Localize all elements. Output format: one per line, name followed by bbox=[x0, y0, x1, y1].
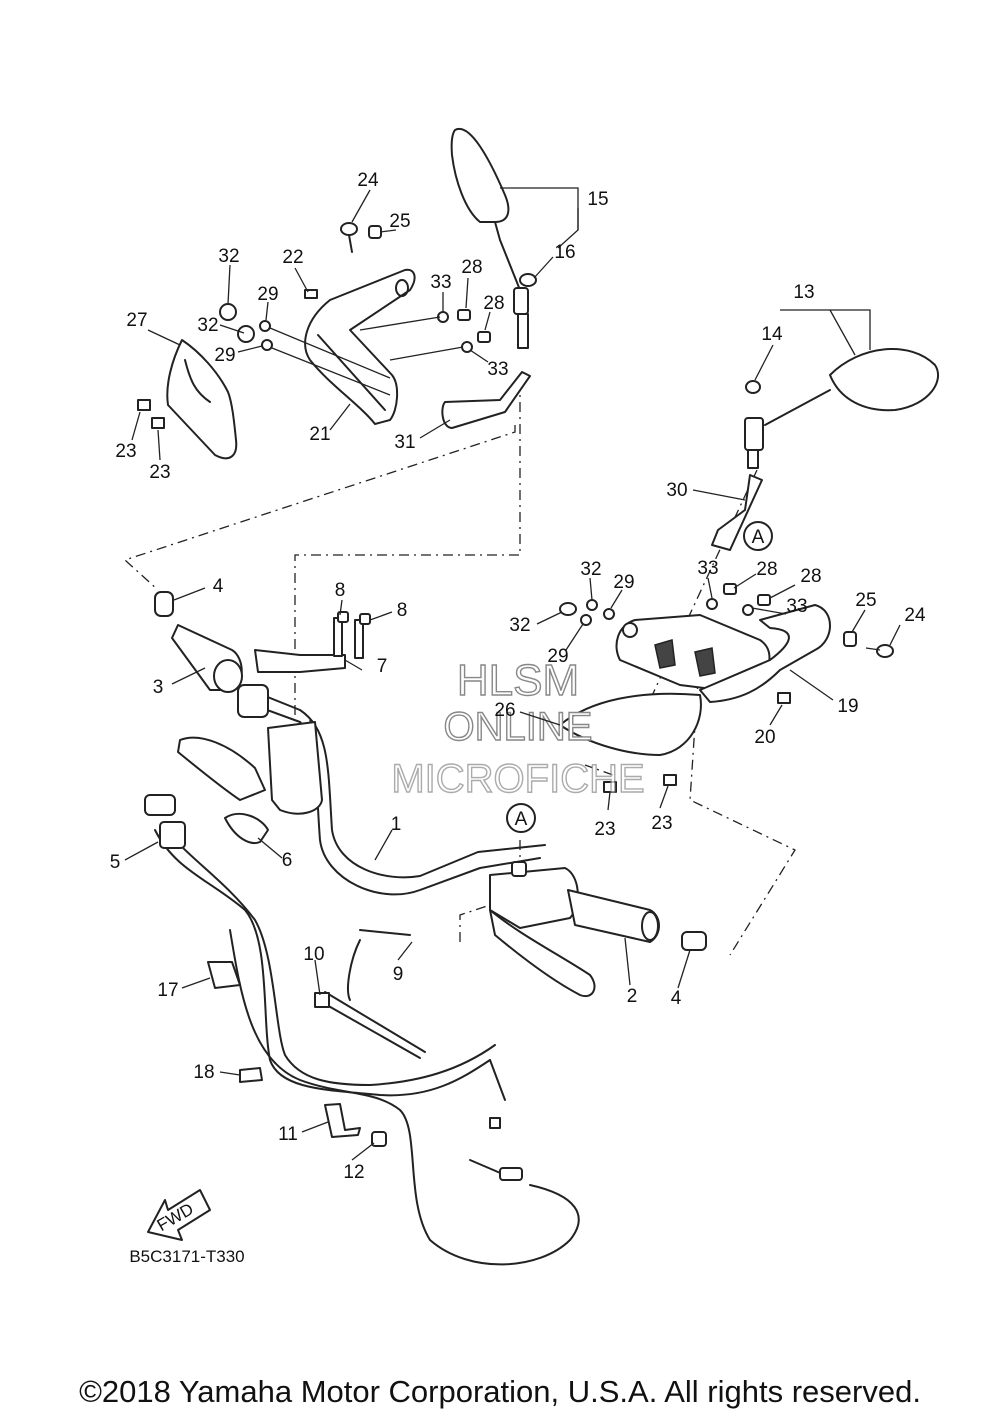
callout-32-b: 32 bbox=[197, 315, 218, 336]
callout-28-b: 28 bbox=[483, 293, 504, 314]
callout-28-d: 28 bbox=[800, 566, 821, 587]
watermark-line3: MICROFICHE bbox=[391, 757, 644, 801]
left-master-cylinder bbox=[177, 611, 371, 844]
callout-33-b: 33 bbox=[487, 359, 508, 380]
left-mirror bbox=[450, 127, 537, 349]
reference-label-bottom: A bbox=[515, 809, 528, 830]
copyright-notice: ©2018 Yamaha Motor Corporation, U.S.A. A… bbox=[79, 1374, 921, 1409]
reference-label-top: A bbox=[752, 527, 765, 548]
callout-23-c: 23 bbox=[594, 819, 615, 840]
callout-30: 30 bbox=[666, 480, 687, 501]
callout-6: 6 bbox=[282, 850, 293, 871]
callout-1: 1 bbox=[391, 814, 402, 835]
callout-28-a: 28 bbox=[461, 257, 482, 278]
callout-32-a: 32 bbox=[218, 246, 239, 267]
callout-17: 17 bbox=[157, 980, 178, 1001]
callout-21: 21 bbox=[309, 424, 330, 445]
left-handguard bbox=[137, 339, 238, 460]
callout-32-c: 32 bbox=[580, 559, 601, 580]
callout-9: 9 bbox=[393, 964, 404, 985]
callout-32-d: 32 bbox=[509, 615, 530, 636]
callout-18: 18 bbox=[193, 1062, 214, 1083]
callout-leaders bbox=[124, 187, 901, 1161]
callout-23-d: 23 bbox=[651, 813, 672, 834]
callout-23-a: 23 bbox=[115, 441, 136, 462]
callout-16: 16 bbox=[554, 242, 575, 263]
forward-direction-arrow: FWD bbox=[147, 1189, 211, 1241]
left-grip bbox=[154, 591, 243, 693]
callout-29-d: 29 bbox=[547, 646, 568, 667]
mirror-bracket-left bbox=[441, 371, 531, 429]
right-handguard bbox=[559, 692, 702, 793]
callout-26: 26 bbox=[494, 700, 515, 721]
watermark-line1: HLSM bbox=[457, 656, 579, 705]
right-mirror bbox=[744, 348, 940, 469]
watermark-line2: ONLINE bbox=[444, 705, 593, 749]
cable-ties-and-clamps bbox=[207, 961, 426, 1147]
callout-2: 2 bbox=[627, 986, 638, 1007]
callout-29-c: 29 bbox=[613, 572, 634, 593]
callout-24-left: 24 bbox=[357, 170, 379, 191]
callout-33-a: 33 bbox=[430, 272, 451, 293]
fasteners-upper-left bbox=[219, 222, 491, 396]
callout-33-d: 33 bbox=[786, 596, 807, 617]
left-guard-bracket bbox=[304, 268, 416, 425]
callout-22: 22 bbox=[282, 247, 303, 268]
callout-29-a: 29 bbox=[257, 284, 278, 305]
callout-15: 15 bbox=[587, 189, 608, 210]
callout-19: 19 bbox=[837, 696, 858, 717]
callout-20: 20 bbox=[754, 727, 775, 748]
right-guard-bracket bbox=[615, 604, 831, 704]
callout-8-right: 8 bbox=[397, 600, 408, 621]
fasteners-right bbox=[559, 583, 894, 658]
callout-27: 27 bbox=[126, 310, 147, 331]
callout-5: 5 bbox=[110, 852, 121, 873]
callout-8-left: 8 bbox=[335, 580, 346, 601]
callout-4-left: 4 bbox=[213, 576, 224, 597]
callout-31: 31 bbox=[394, 432, 415, 453]
callout-11: 11 bbox=[278, 1124, 298, 1145]
callout-33-c: 33 bbox=[697, 558, 718, 579]
callout-4-right: 4 bbox=[671, 988, 682, 1009]
watermark: HLSM ONLINE MICROFICHE bbox=[391, 655, 646, 801]
callout-25-right: 25 bbox=[855, 590, 876, 611]
callout-14: 14 bbox=[761, 324, 783, 345]
reference-marker-bottom: A bbox=[506, 803, 536, 833]
callout-29-b: 29 bbox=[214, 345, 235, 366]
callout-25-left: 25 bbox=[389, 211, 410, 232]
callout-3: 3 bbox=[153, 677, 164, 698]
callout-24-right: 24 bbox=[904, 605, 926, 626]
reference-marker-top: A bbox=[743, 521, 773, 551]
right-switch-throttle bbox=[489, 861, 707, 998]
callout-numbers: 1 2 3 4 4 5 6 7 8 8 9 10 11 12 13 14 15 … bbox=[110, 170, 926, 1183]
mirror-bracket-right bbox=[711, 474, 763, 551]
diagram-code: B5C3171-T330 bbox=[129, 1247, 244, 1266]
callout-12: 12 bbox=[343, 1162, 364, 1183]
callout-28-c: 28 bbox=[756, 559, 777, 580]
callout-10: 10 bbox=[303, 944, 324, 965]
cables bbox=[144, 794, 580, 1266]
callout-7: 7 bbox=[377, 656, 388, 677]
callout-23-b: 23 bbox=[149, 462, 170, 483]
callout-13: 13 bbox=[793, 282, 814, 303]
